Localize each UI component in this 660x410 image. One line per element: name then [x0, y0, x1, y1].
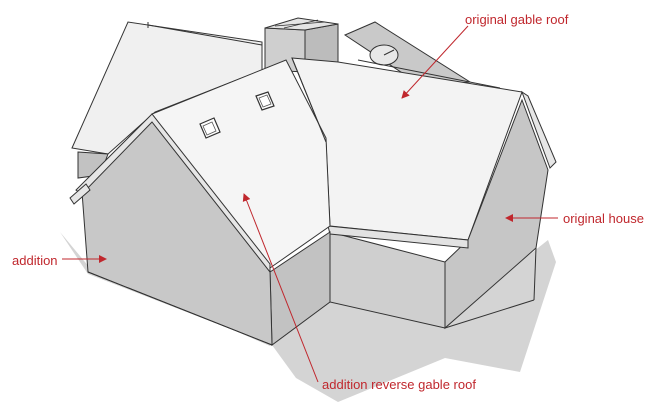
label-addition: addition	[12, 253, 58, 268]
skylight-icon	[199, 117, 221, 139]
arrow-addition-reverse-gable-roof	[242, 193, 319, 383]
addition-gable-trim	[75, 113, 271, 274]
skylight-inner	[258, 94, 272, 108]
arrow-original-gable-roof	[401, 25, 469, 99]
original-house-gable-trim	[521, 90, 557, 169]
skylight-icon	[255, 91, 275, 111]
original-house-eave	[327, 225, 469, 249]
label-original-house: original house	[563, 211, 644, 226]
addition-rake-left	[69, 183, 91, 205]
skylight-inner	[202, 121, 217, 136]
label-addition-reverse-gable-roof: addition reverse gable roof	[322, 377, 476, 392]
label-original-gable-roof: original gable roof	[465, 12, 569, 27]
